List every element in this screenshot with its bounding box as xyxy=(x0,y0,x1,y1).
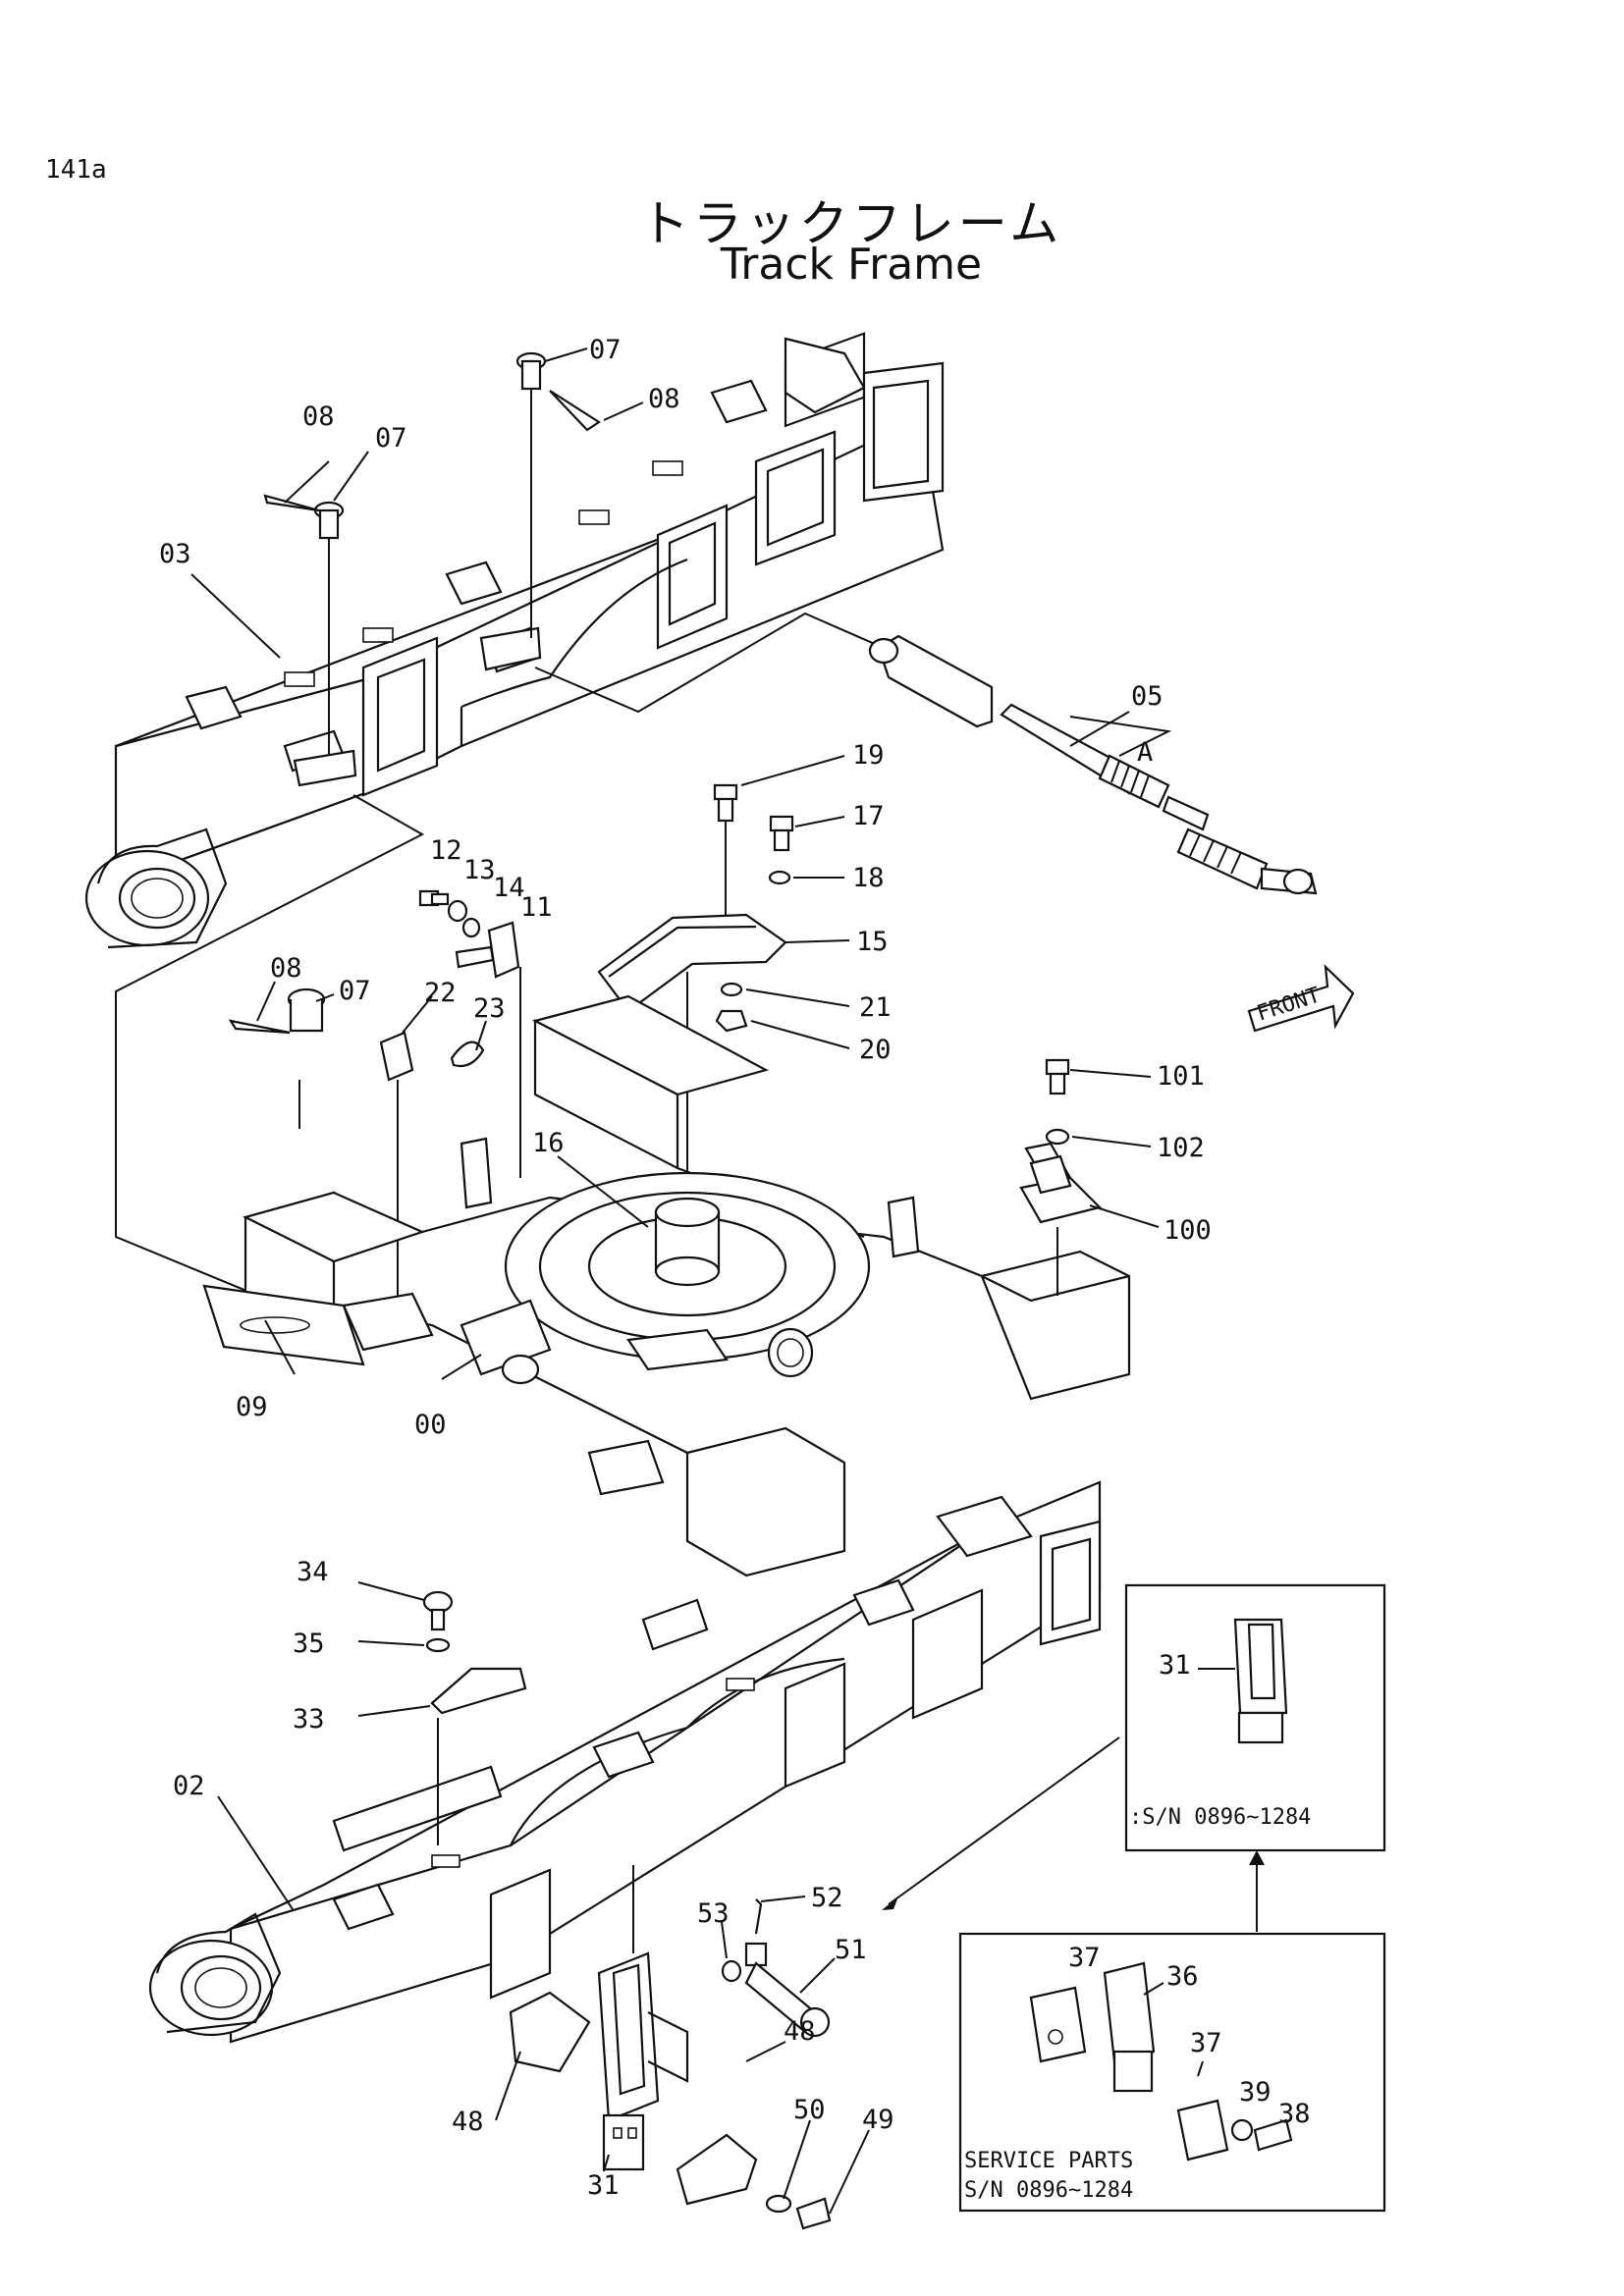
callout-33: 33 xyxy=(293,1704,325,1735)
service-callout-38: 38 xyxy=(1278,2099,1311,2129)
callout-07: 07 xyxy=(375,423,407,454)
callout-48: 48 xyxy=(784,2016,816,2047)
clip-08-upper-right xyxy=(549,390,602,432)
service-parts-caption: SERVICE PARTS xyxy=(964,2149,1133,2173)
guard-assembly xyxy=(509,1865,832,2230)
service-parts-serial: S/N 0896~1284 xyxy=(964,2178,1133,2203)
clip-23 xyxy=(450,1041,485,1068)
callout-14: 14 xyxy=(493,873,525,903)
callout-17: 17 xyxy=(852,801,885,831)
callout-02: 02 xyxy=(173,1771,205,1801)
callout-20: 20 xyxy=(859,1035,892,1065)
callout-08: 08 xyxy=(648,384,680,414)
callout-34: 34 xyxy=(297,1557,329,1587)
callout-03: 03 xyxy=(159,539,191,569)
callout-a: A xyxy=(1137,737,1153,768)
hardware-33-35 xyxy=(422,1590,527,1845)
callout-13: 13 xyxy=(463,855,496,885)
page-code: 141a xyxy=(45,155,107,185)
callout-11: 11 xyxy=(520,892,553,923)
callout-51: 51 xyxy=(835,1935,867,1965)
small-hardware-11-14 xyxy=(418,889,521,1178)
callout-09: 09 xyxy=(236,1392,268,1422)
callout-52: 52 xyxy=(811,1883,843,1913)
clip-08-upper-left xyxy=(263,494,320,512)
inset-serial: :S/N 0896~1284 xyxy=(1129,1805,1311,1830)
inset-service-parts-panel xyxy=(958,1932,1386,2213)
callout-31: 31 xyxy=(587,2170,620,2201)
callout-21: 21 xyxy=(859,992,892,1023)
leader-lines xyxy=(190,347,1172,2215)
lower-main-frame xyxy=(202,994,1131,1577)
side-frame-upper xyxy=(84,332,945,949)
callout-53: 53 xyxy=(697,1898,730,1929)
pin-07-upper-right xyxy=(515,351,547,638)
callout-23: 23 xyxy=(473,993,506,1024)
pin-07-lower xyxy=(287,988,326,1129)
callout-16: 16 xyxy=(532,1128,565,1158)
callout-101: 101 xyxy=(1157,1061,1205,1092)
inset-callout-31: 31 xyxy=(1159,1650,1191,1681)
callout-05: 05 xyxy=(1131,681,1164,712)
callout-35: 35 xyxy=(293,1629,325,1659)
callout-18: 18 xyxy=(852,863,885,893)
pin-22 xyxy=(379,1031,414,1296)
callout-labels: 07 08 08 07 03 05 A 19 17 18 12 13 14 11… xyxy=(159,335,1311,2203)
service-callout-37: 37 xyxy=(1190,2028,1222,2058)
service-callout-36: 36 xyxy=(1166,1961,1199,1992)
callout-08: 08 xyxy=(270,953,302,984)
callout-07: 07 xyxy=(339,976,371,1006)
service-callout-37: 37 xyxy=(1068,1943,1101,1973)
callout-100: 100 xyxy=(1164,1215,1212,1246)
title-japanese: トラックフレーム xyxy=(639,195,1063,252)
callout-102: 102 xyxy=(1157,1133,1205,1163)
callout-48: 48 xyxy=(452,2107,484,2137)
callout-12: 12 xyxy=(430,835,462,866)
callout-15: 15 xyxy=(856,927,889,957)
callout-19: 19 xyxy=(852,740,885,771)
front-direction-badge: FRONT xyxy=(1247,964,1355,1033)
pin-07-upper-left xyxy=(313,501,345,756)
track-adjuster-cylinder xyxy=(868,634,1318,895)
callout-50: 50 xyxy=(793,2095,826,2125)
clip-08-lower xyxy=(228,1019,291,1035)
hardware-100-102 xyxy=(1019,1058,1103,1296)
inset-s-n-parts-panel xyxy=(1124,1583,1386,1852)
service-callout-39: 39 xyxy=(1239,2077,1272,2108)
callout-00: 00 xyxy=(414,1410,447,1440)
callout-08: 08 xyxy=(302,401,335,432)
callout-22: 22 xyxy=(424,978,457,1008)
title-english: Track Frame xyxy=(720,240,983,290)
side-frame-lower xyxy=(148,1480,1102,2044)
upper-bracket-hardware xyxy=(597,783,794,1207)
callout-07: 07 xyxy=(589,335,622,365)
callout-49: 49 xyxy=(862,2105,894,2135)
